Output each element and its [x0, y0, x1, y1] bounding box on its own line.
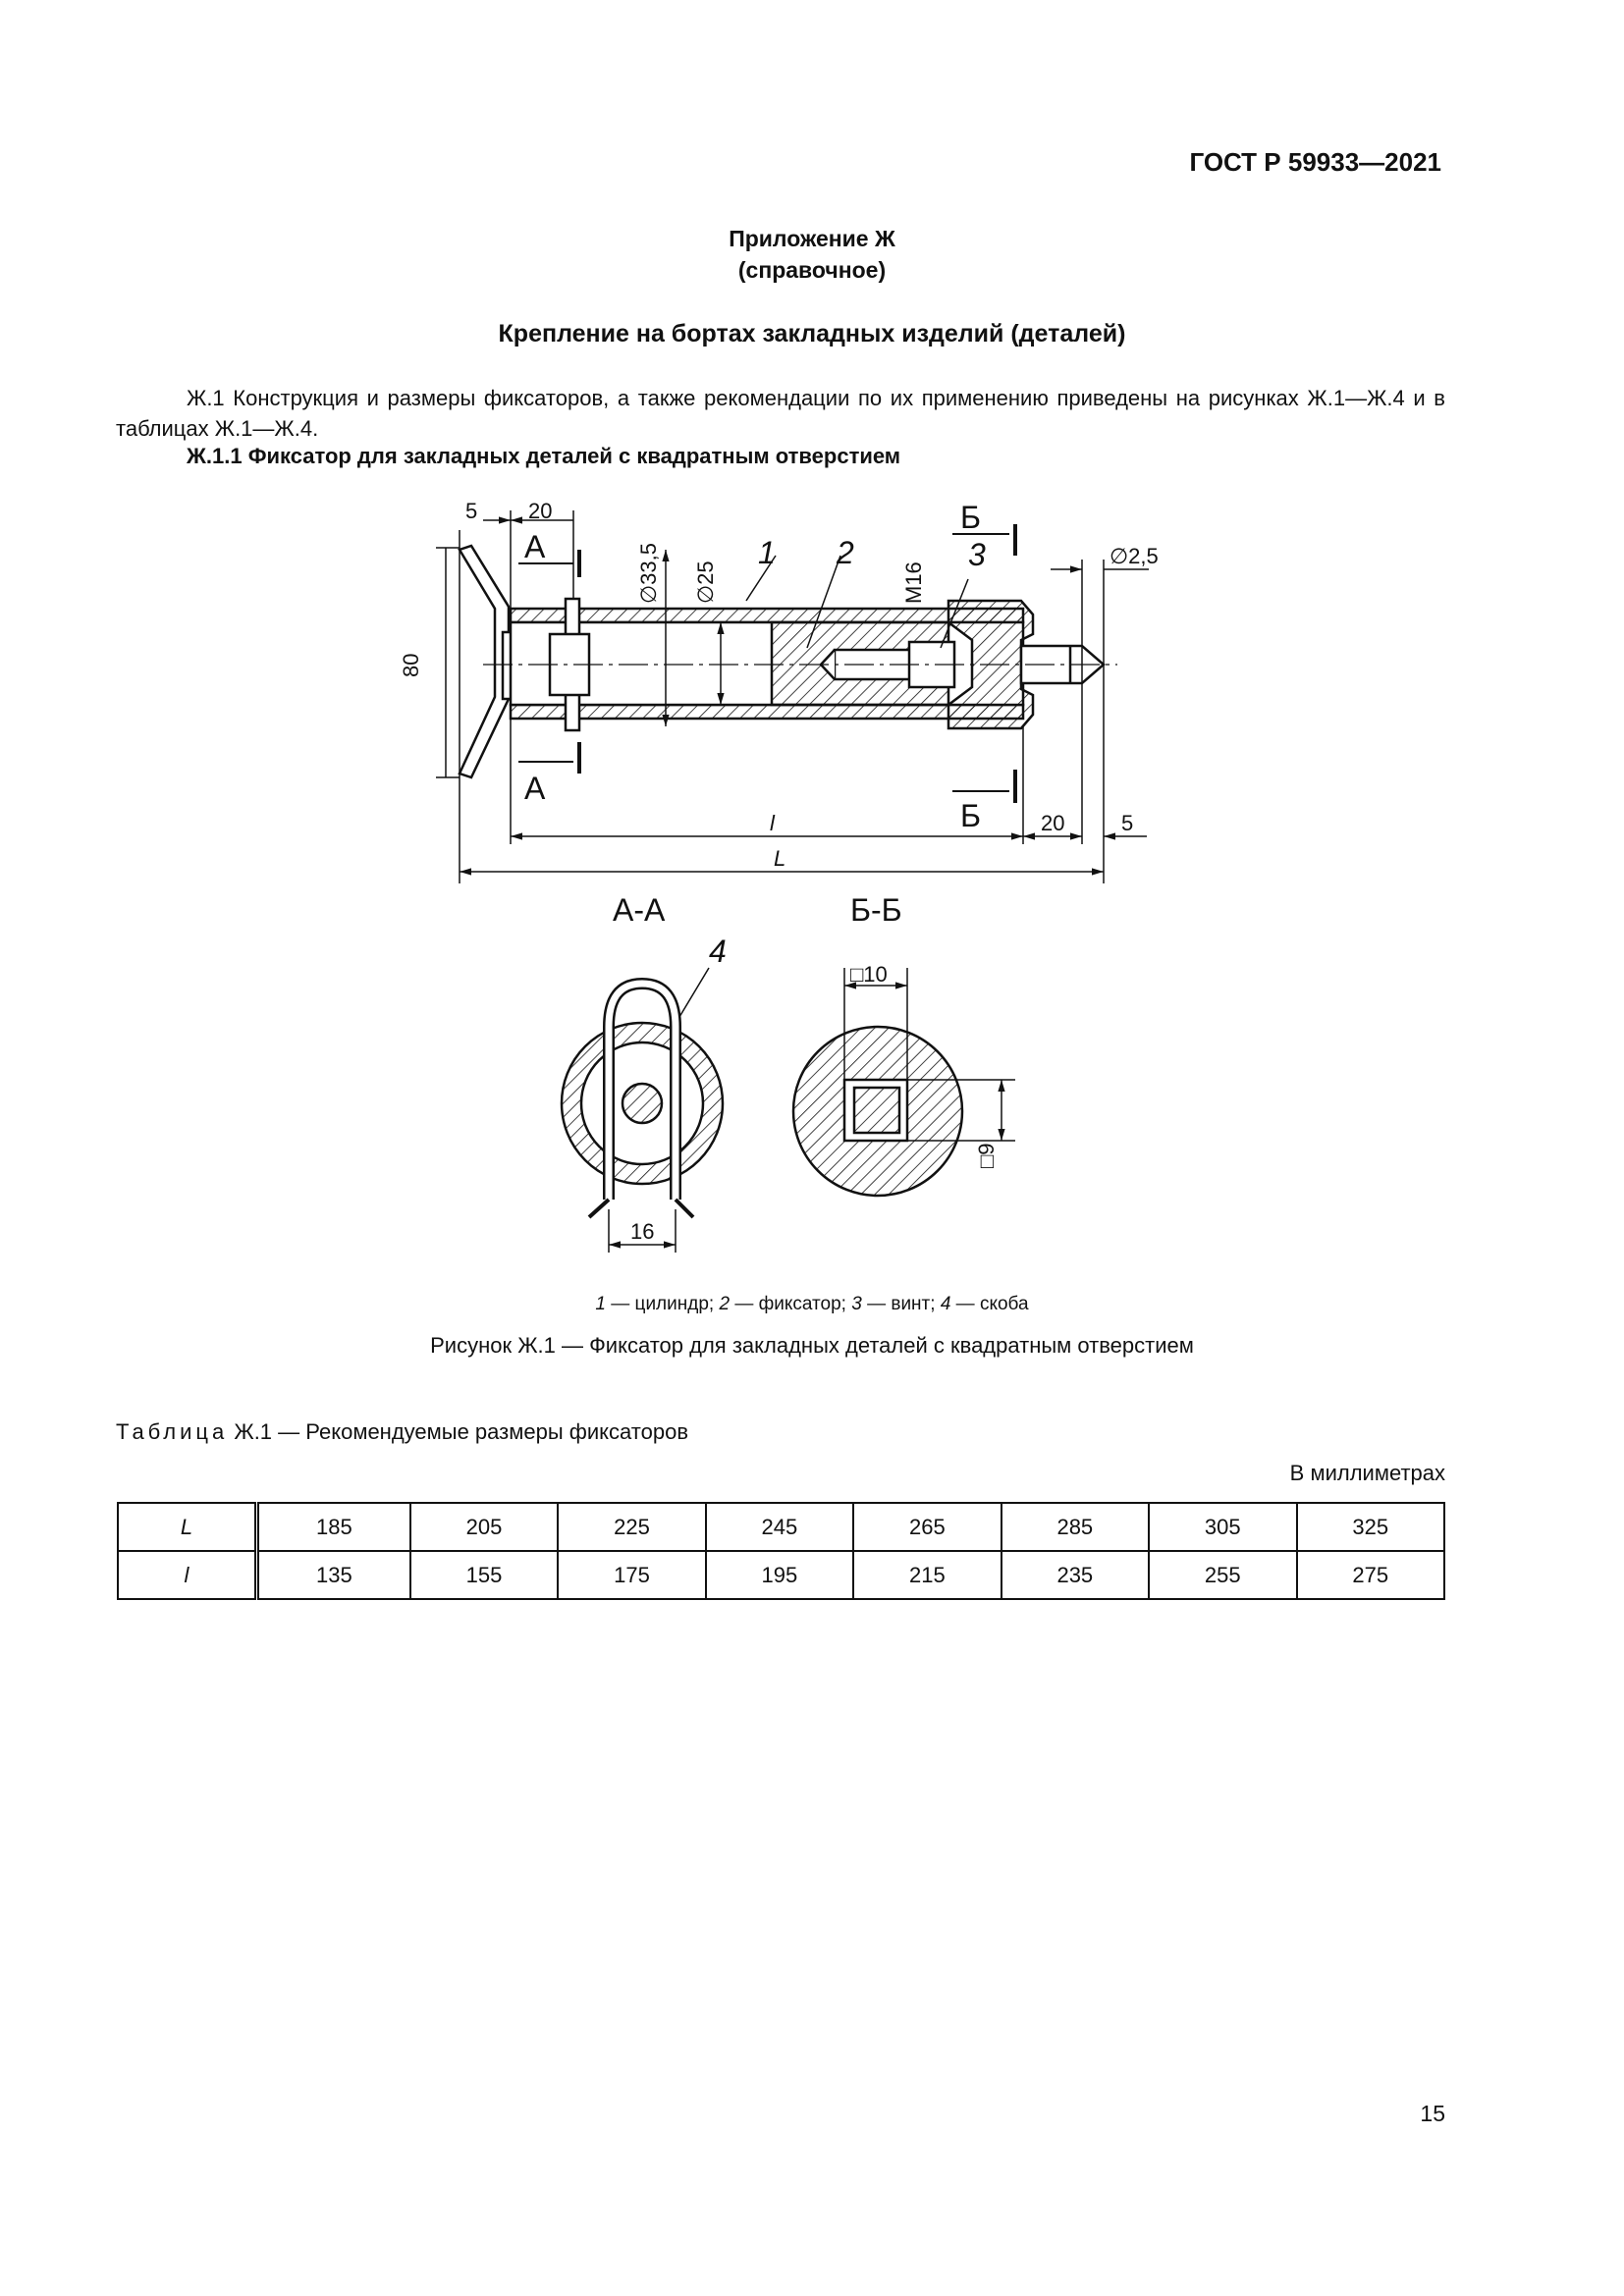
table-cell: 305	[1148, 1502, 1298, 1552]
dim-L: L	[774, 846, 785, 871]
position-4: 4	[709, 934, 727, 969]
dim-diameter-25: ∅25	[693, 561, 718, 604]
dim-20-right: 20	[1041, 811, 1064, 835]
table-row: l 135 155 175 195 215 235 255 275	[117, 1550, 1445, 1600]
table-title: Таблица Ж.1 — Рекомендуемые размеры фикс…	[116, 1419, 688, 1445]
dim-5-right: 5	[1121, 811, 1133, 835]
appendix-subtitle: (справочное)	[737, 257, 887, 283]
table-cell: 245	[704, 1502, 855, 1552]
dimensions-table: L 185 205 225 245 265 285 305 325 l 135 …	[117, 1502, 1445, 1600]
table-cell: 195	[704, 1550, 855, 1600]
dim-l: l	[770, 811, 776, 835]
section-mark-b-bottom: Б	[960, 798, 981, 833]
table-label: Таблица	[116, 1419, 229, 1444]
table-units: В миллиметрах	[1289, 1461, 1445, 1485]
table-cell: 325	[1295, 1502, 1445, 1552]
table-title-text: Ж.1 — Рекомендуемые размеры фиксаторов	[228, 1419, 689, 1444]
section-mark-a-top: А	[524, 529, 546, 564]
section-a-a-view	[560, 967, 725, 1253]
row-header-l: l	[117, 1550, 259, 1600]
subsection-heading: Ж.1.1 Фиксатор для закладных деталей с к…	[187, 444, 901, 468]
position-1: 1	[758, 535, 776, 570]
legend-num-3: 3	[851, 1294, 862, 1314]
wing-handle	[458, 544, 511, 779]
legend-text-4: — скоба	[950, 1294, 1029, 1314]
section-mark-a-bottom: А	[524, 771, 546, 806]
dim-diameter-2-5: ∅2,5	[1110, 544, 1159, 568]
table-cell: 175	[557, 1550, 707, 1600]
section-b-b-view	[791, 968, 1015, 1198]
legend-num-4: 4	[940, 1294, 951, 1314]
table-cell: 185	[255, 1502, 411, 1552]
section-mark-b-top: Б	[960, 500, 981, 535]
legend-text-3: — винт;	[861, 1294, 941, 1314]
dim-square-10: □10	[850, 962, 888, 987]
legend-text-1: — цилиндр;	[606, 1294, 720, 1314]
section-title-bb: Б-Б	[850, 892, 902, 928]
section-title-aa: А-А	[613, 892, 666, 928]
table-row: L 185 205 225 245 265 285 305 325	[117, 1502, 1445, 1552]
page-number: 15	[1420, 2101, 1445, 2126]
table-cell: 155	[408, 1550, 560, 1600]
dim-thread-m16: M16	[901, 561, 926, 604]
position-3: 3	[968, 537, 986, 572]
legend-num-2: 2	[719, 1294, 731, 1314]
appendix-title: Приложение Ж	[729, 226, 895, 251]
row-header-L: L	[117, 1502, 259, 1552]
dim-80: 80	[399, 654, 423, 677]
cylinder-wall-top	[509, 607, 1025, 624]
table-cell: 135	[255, 1550, 411, 1600]
intro-paragraph: Ж.1 Конструкция и размеры фиксаторов, а …	[116, 383, 1445, 444]
cylinder-wall-bottom	[509, 703, 1025, 721]
figure-legend: 1 — цилиндр; 2 — фиксатор; 3 — винт; 4 —…	[0, 1294, 1624, 1315]
legend-text-2: — фиксатор;	[730, 1294, 852, 1314]
table-cell: 205	[408, 1502, 560, 1552]
intro-paragraph-text: Ж.1 Конструкция и размеры фиксаторов, а …	[116, 386, 1445, 441]
legend-num-1: 1	[595, 1294, 606, 1314]
table-cell: 225	[557, 1502, 707, 1552]
main-view	[458, 544, 1106, 779]
table-cell: 215	[852, 1550, 1002, 1600]
table-cell: 265	[852, 1502, 1002, 1552]
figure-caption: Рисунок Ж.1 — Фиксатор для закладных дет…	[430, 1333, 1194, 1358]
dim-16: 16	[630, 1219, 654, 1244]
dim-20-left: 20	[528, 499, 552, 523]
table-cell: 285	[1000, 1502, 1151, 1552]
section-heading: Крепление на бортах закладных изделий (д…	[498, 320, 1126, 347]
dim-diameter-33-5: ∅33,5	[636, 543, 661, 604]
dim-5-left: 5	[465, 499, 477, 523]
table-cell: 255	[1148, 1550, 1298, 1600]
table-cell: 235	[1000, 1550, 1151, 1600]
position-2: 2	[836, 535, 854, 570]
table-cell: 275	[1295, 1550, 1445, 1600]
standard-designation: ГОСТ Р 59933—2021	[1189, 147, 1441, 177]
dim-square-9: □9	[974, 1143, 999, 1168]
